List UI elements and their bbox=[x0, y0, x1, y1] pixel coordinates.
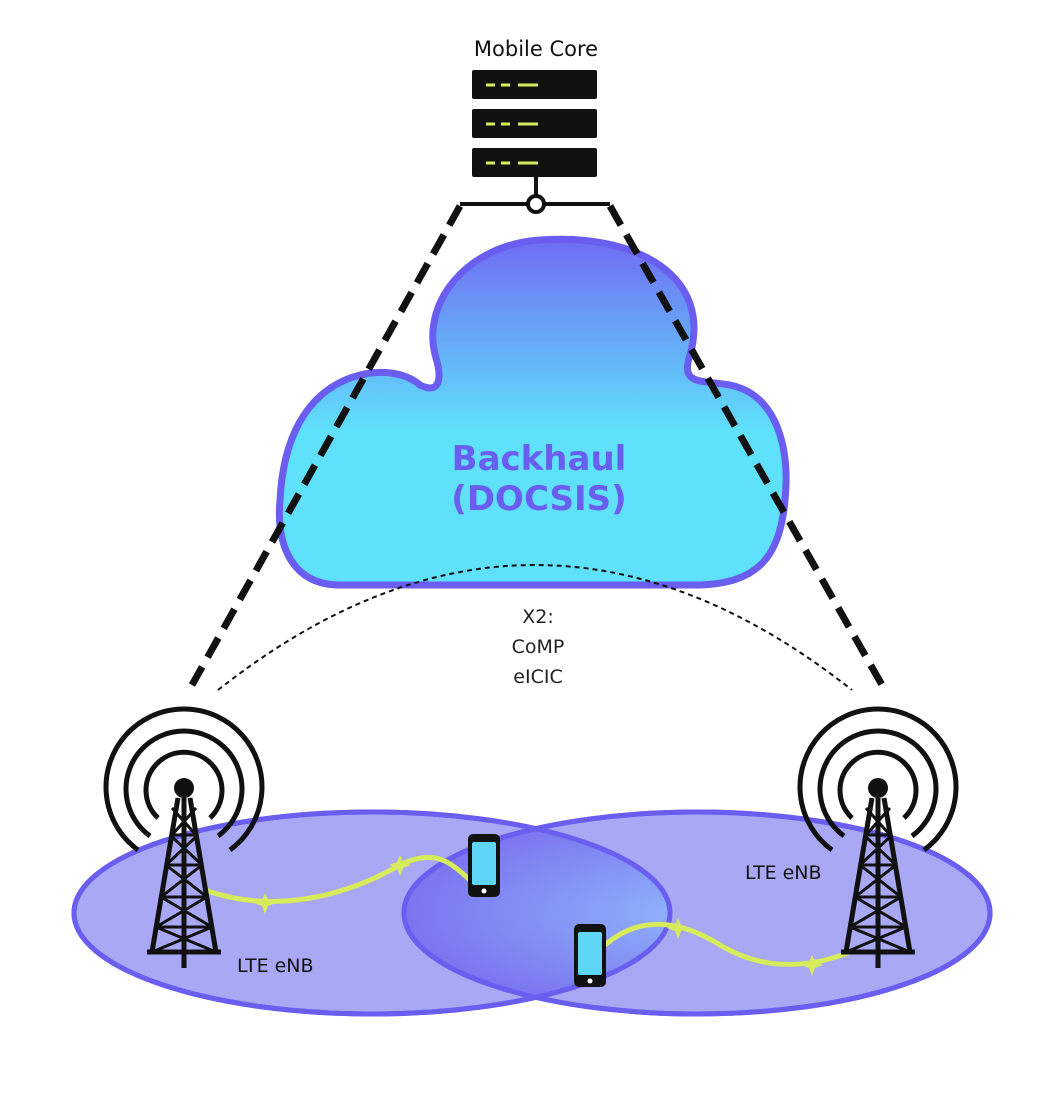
cell-tower-icon bbox=[103, 706, 265, 968]
backhaul-link-left bbox=[188, 204, 464, 687]
sparkle-icon bbox=[254, 893, 276, 914]
x2-label-comp: CoMP bbox=[512, 636, 565, 658]
smartphone-icon bbox=[468, 834, 500, 897]
backhaul-cloud: Backhaul (DOCSIS) bbox=[275, 235, 790, 589]
enb-left-label: LTE eNB bbox=[237, 955, 314, 977]
x2-label-eicic: eICIC bbox=[513, 666, 562, 688]
radio-link-right bbox=[603, 921, 856, 967]
mobile-core-label: Mobile Core bbox=[474, 37, 598, 61]
sparkle-icon bbox=[389, 855, 411, 876]
backhaul-links bbox=[188, 204, 886, 687]
radio-links bbox=[204, 854, 856, 967]
x2-label: X2: CoMP eICIC bbox=[512, 606, 565, 688]
radio-link-left bbox=[204, 854, 472, 904]
sparkle-icons bbox=[254, 855, 823, 976]
x2-interface-arc bbox=[217, 564, 853, 691]
enb-right-label: LTE eNB bbox=[745, 862, 822, 884]
cell-tower-icon bbox=[797, 706, 959, 968]
sparkle-icon bbox=[667, 918, 689, 939]
server-rack-icon bbox=[460, 70, 610, 214]
smartphone-icon bbox=[574, 924, 606, 987]
coverage-overlap bbox=[404, 812, 670, 1014]
backhaul-link-right bbox=[606, 204, 886, 687]
backhaul-protocol-label: (DOCSIS) bbox=[451, 479, 626, 519]
sparkle-icon bbox=[801, 955, 823, 976]
x2-label-title: X2: bbox=[522, 606, 554, 628]
cell-coverage bbox=[71, 809, 993, 1017]
backhaul-label: Backhaul bbox=[452, 439, 627, 479]
